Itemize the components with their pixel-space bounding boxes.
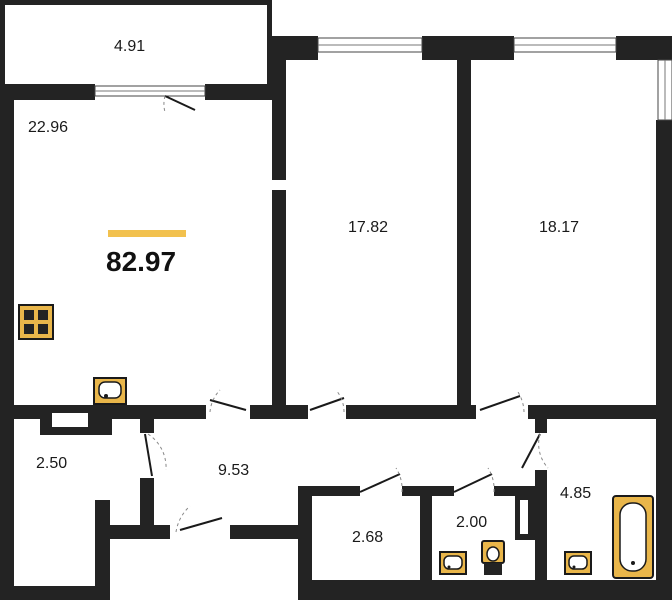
toilet-icon bbox=[481, 540, 505, 575]
bathtub-icon bbox=[612, 495, 654, 579]
sink-icon bbox=[564, 551, 592, 575]
room-area-toilet: 2.00 bbox=[456, 514, 487, 531]
interior-walls bbox=[14, 60, 672, 580]
room-area-hallway: 9.53 bbox=[218, 462, 249, 479]
room-area-balcony: 4.91 bbox=[114, 38, 145, 55]
room-area-wc: 2.68 bbox=[352, 529, 383, 546]
doors bbox=[144, 95, 549, 533]
room-area-living-kitchen: 22.96 bbox=[28, 119, 68, 136]
room-area-bedroom-right: 18.17 bbox=[539, 219, 579, 236]
sink-icon bbox=[439, 551, 467, 575]
total-area-label: 82.97 bbox=[106, 246, 176, 277]
room-area-storage: 2.50 bbox=[36, 455, 67, 472]
room-area-bathroom: 4.85 bbox=[560, 485, 591, 502]
stove-icon bbox=[18, 304, 54, 340]
balcony-walls bbox=[0, 0, 272, 86]
sink-icon bbox=[93, 377, 127, 405]
outer-walls bbox=[0, 36, 672, 600]
windows bbox=[94, 37, 672, 121]
room-area-bedroom-middle: 17.82 bbox=[348, 219, 388, 236]
total-area-accent bbox=[108, 230, 186, 237]
